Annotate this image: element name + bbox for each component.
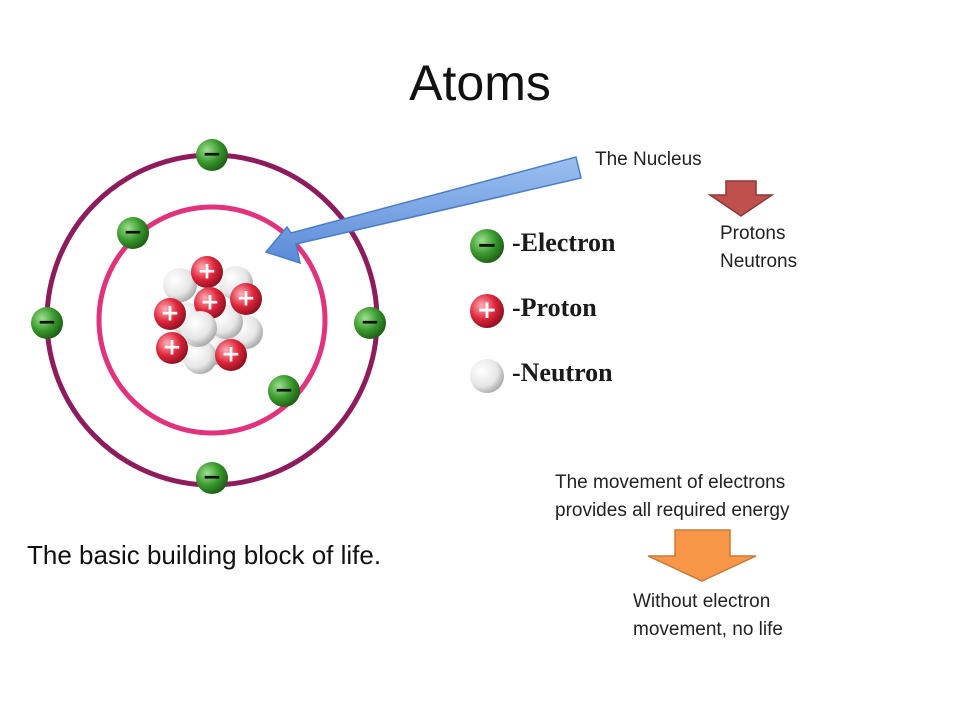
- nucleus-part-protons: Protons: [720, 223, 786, 244]
- no-life-note: Without electron movement, no life: [633, 588, 783, 644]
- proton-symbol: +: [236, 285, 255, 312]
- proton-symbol: +: [221, 341, 240, 368]
- nucleus-front-neutron: [183, 311, 217, 345]
- legend-proton-icon-symbol: +: [477, 295, 498, 324]
- energy-line-2: provides all required energy: [555, 500, 790, 521]
- electron: −: [117, 217, 149, 249]
- electron-symbol: −: [37, 309, 56, 336]
- legend-label-neutron: -Neutron: [512, 358, 613, 387]
- proton-symbol: +: [200, 289, 219, 316]
- energy-down-arrow: [647, 529, 757, 582]
- proton-symbol: +: [162, 334, 181, 361]
- inner-orbit: [96, 204, 328, 436]
- electron-symbol: −: [123, 219, 142, 246]
- energy-line-1: The movement of electrons: [555, 472, 786, 493]
- proton: +: [154, 298, 186, 330]
- nucleus: [163, 266, 263, 374]
- proton: +: [191, 256, 223, 288]
- legend-symbols: −+: [470, 229, 504, 393]
- electron: −: [196, 139, 228, 171]
- legend-label-electron: -Electron: [512, 228, 616, 257]
- electron: −: [196, 462, 228, 494]
- legend-label-proton: -Proton: [512, 293, 597, 322]
- electron-symbol: −: [202, 464, 221, 491]
- nucleus-label: The Nucleus: [595, 149, 702, 170]
- electron: −: [31, 307, 63, 339]
- proton-symbol: +: [160, 300, 179, 327]
- no-life-line-2: movement, no life: [633, 619, 783, 640]
- energy-note: The movement of electrons provides all r…: [555, 469, 789, 525]
- electron-symbol: −: [202, 141, 221, 168]
- legend-proton-icon: +: [470, 294, 504, 328]
- neutron: [183, 340, 217, 374]
- protons: ++++++: [154, 256, 262, 371]
- nucleus-down-arrow: [707, 180, 775, 217]
- electron-symbol: −: [360, 309, 379, 336]
- proton-symbol: +: [197, 258, 216, 285]
- slide-caption: The basic building block of life.: [27, 540, 382, 570]
- electron: −: [354, 307, 386, 339]
- neutron: [163, 268, 197, 302]
- nucleus-pointer-arrow: [264, 156, 582, 265]
- electron: −: [268, 375, 300, 407]
- slide-title: Atoms: [409, 55, 551, 111]
- proton: +: [215, 339, 247, 371]
- nucleus-part-neutrons: Neutrons: [720, 251, 798, 272]
- no-life-line-1: Without electron: [633, 591, 771, 612]
- legend-electron-icon-symbol: −: [477, 230, 498, 259]
- electron-symbol: −: [274, 377, 293, 404]
- electrons: − − − − − −: [31, 139, 386, 494]
- proton: +: [156, 332, 188, 364]
- proton: +: [230, 283, 262, 315]
- legend-electron-icon: −: [470, 229, 504, 263]
- proton: +: [194, 287, 226, 319]
- legend-neutron-icon: [470, 359, 504, 393]
- nucleus-parts-list: Protons Neutrons: [720, 220, 797, 276]
